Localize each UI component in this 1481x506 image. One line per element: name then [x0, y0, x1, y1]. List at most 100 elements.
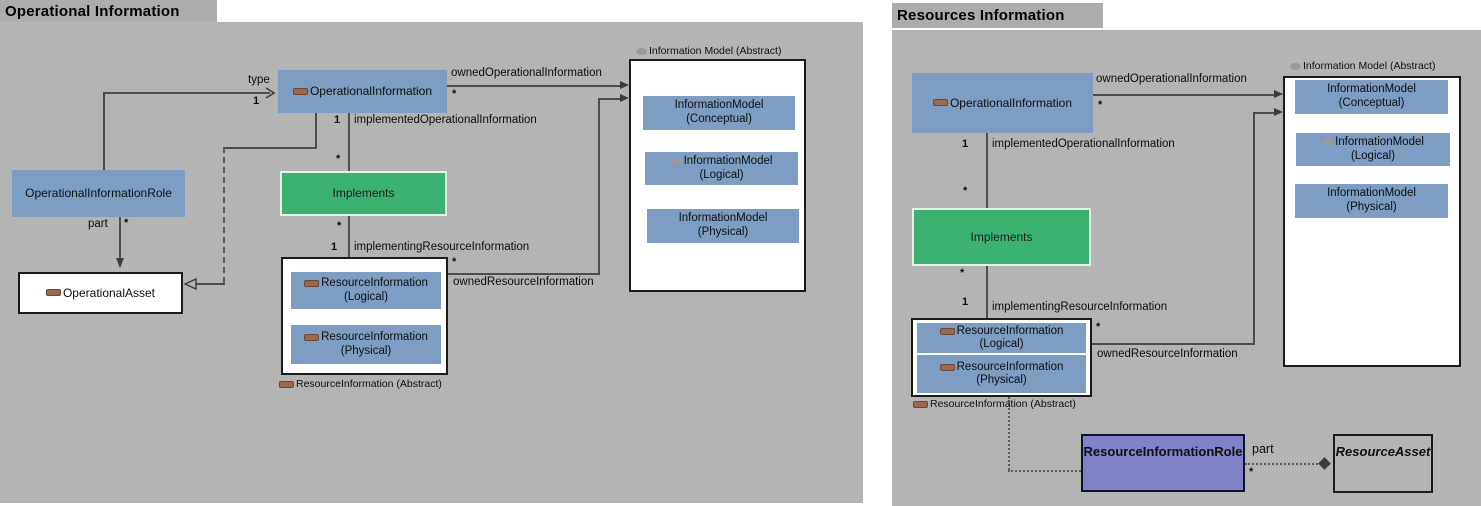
edge-label-impl-op: implementedOperationalInformation [992, 138, 1175, 150]
edge-part-vertical [119, 217, 121, 260]
edge-generalization-h2 [196, 283, 225, 285]
node-operational-information[interactable]: OperationalInformation [278, 70, 447, 113]
node-implements[interactable]: Implements [912, 208, 1091, 266]
edge-mult-star-top: * [336, 153, 341, 165]
edge-mult-impl-res: 1 [962, 296, 969, 308]
node-sublabel: (Physical) [340, 344, 392, 357]
class-icon [304, 280, 320, 288]
edge-label-type: type [248, 74, 270, 86]
container-information-model-abstract[interactable]: InformationModel (Conceptual) Informatio… [629, 59, 806, 292]
edge-owned-res-v [1253, 112, 1255, 343]
abstract-icon [1322, 139, 1334, 147]
node-sublabel: (Logical) [699, 168, 744, 181]
edge-mult-impl-op: 1 [334, 114, 341, 126]
edge-label-part: part [1252, 442, 1274, 456]
edge-role-dotted-vertical [1008, 397, 1010, 470]
edge-type-vertical [103, 92, 105, 170]
edge-label-impl-res: implementingResourceInformation [354, 241, 530, 253]
caption-resource-information-abstract: ResourceInformation (Abstract) [279, 378, 442, 390]
edge-mult-owned-res: * [1096, 321, 1101, 333]
container-resource-information-abstract[interactable]: ResourceInformation (Logical) ResourceIn… [911, 318, 1092, 397]
node-operational-asset[interactable]: OperationalAsset [18, 272, 183, 314]
node-label: InformationModel [1335, 135, 1424, 148]
node-sublabel: (Physical) [697, 226, 749, 238]
node-information-model-logical[interactable]: InformationModel (Logical) [1296, 133, 1450, 166]
node-operational-information[interactable]: OperationalInformation [912, 73, 1093, 133]
class-icon [304, 334, 320, 342]
edge-mult-star-bottom: * [960, 267, 965, 279]
edge-mult-star-top: * [963, 185, 968, 197]
node-information-model-physical[interactable]: InformationModel (Physical) [647, 209, 799, 243]
edge-generalization-h1 [223, 147, 317, 149]
edge-owned-res-h2 [1253, 112, 1276, 114]
edge-mult-star-bottom: * [337, 220, 342, 232]
abstract-icon [636, 47, 647, 55]
filled-arrow-right-icon [1274, 108, 1283, 116]
caption-information-model-abstract: Information Model (Abstract) [1290, 60, 1435, 72]
node-resource-information-role[interactable]: ResourceInformationRole [1081, 434, 1245, 492]
node-label: ResourceInformation [321, 276, 428, 289]
caption-resource-information-abstract: ResourceInformation (Abstract) [913, 398, 1076, 410]
filled-arrow-right-icon [1274, 90, 1283, 98]
edge-owned-res-h1 [448, 273, 600, 275]
container-information-model-abstract[interactable]: InformationModel (Conceptual) Informatio… [1283, 76, 1461, 367]
left-diagram-title: Operational Information [0, 0, 217, 22]
node-sublabel: (Physical) [976, 374, 1027, 386]
filled-arrow-down-icon [116, 258, 124, 268]
node-information-model-physical[interactable]: InformationModel (Physical) [1295, 184, 1448, 218]
hollow-triangle-left-icon [183, 277, 197, 291]
edge-generalization-dashed [223, 147, 225, 283]
edge-mult-part: * [124, 217, 129, 229]
node-sublabel: (Conceptual) [686, 113, 752, 125]
edge-label-owned-op: ownedOperationalInformation [1096, 73, 1247, 85]
node-resource-asset[interactable]: ResourceAsset [1333, 434, 1433, 493]
class-icon [939, 364, 955, 372]
filled-arrow-right-icon [620, 81, 629, 89]
edge-owned-res-h2 [598, 98, 622, 100]
abstract-icon [1290, 62, 1301, 70]
edge-label-impl-res: implementingResourceInformation [992, 301, 1168, 313]
node-information-model-conceptual[interactable]: InformationModel (Conceptual) [643, 96, 795, 130]
node-information-model-conceptual[interactable]: InformationModel (Conceptual) [1295, 80, 1448, 114]
class-icon [939, 328, 955, 336]
edge-label-impl-op: implementedOperationalInformation [354, 114, 537, 126]
node-resource-information-physical[interactable]: ResourceInformation (Physical) [291, 325, 441, 364]
class-icon [279, 380, 294, 388]
edge-part-dotted [1245, 463, 1322, 465]
node-operational-information-role[interactable]: OperationalInformationRole [12, 170, 185, 217]
node-label: ResourceInformation [956, 325, 1064, 338]
left-title-text: Operational Information [5, 2, 180, 20]
edge-mult-part: * [1249, 466, 1254, 478]
edge-owned-op [1093, 94, 1276, 96]
node-sublabel: (Conceptual) [1338, 97, 1405, 109]
node-label: ResourceInformationRole [1083, 444, 1243, 459]
node-sublabel: (Logical) [343, 290, 389, 303]
edge-label-owned-res: ownedResourceInformation [453, 276, 594, 288]
container-resource-information-abstract[interactable]: ResourceInformation (Logical) ResourceIn… [281, 257, 448, 375]
node-label: InformationModel [678, 212, 768, 225]
node-resource-information-logical[interactable]: ResourceInformation (Logical) [917, 323, 1086, 353]
abstract-icon [670, 158, 682, 166]
edge-owned-res-v [598, 98, 600, 275]
edge-mult-type: 1 [253, 95, 260, 107]
open-arrow-right-icon [265, 87, 276, 99]
node-resource-information-logical[interactable]: ResourceInformation (Logical) [291, 272, 441, 309]
edge-mult-owned-res: * [452, 256, 457, 268]
filled-arrow-right-icon [620, 94, 629, 102]
edge-mult-owned-op: * [452, 88, 457, 100]
edge-role-dotted-horizontal [1008, 470, 1081, 472]
node-implements[interactable]: Implements [280, 171, 447, 216]
node-sublabel: (Logical) [1350, 149, 1396, 162]
node-label: InformationModel [683, 154, 773, 167]
node-label: InformationModel [674, 99, 764, 112]
node-label: OperationalInformationRole [25, 186, 172, 201]
node-resource-information-physical[interactable]: ResourceInformation (Physical) [917, 355, 1086, 393]
class-icon [292, 87, 308, 95]
node-label: Implements [332, 186, 395, 201]
node-label: InformationModel [1327, 187, 1416, 200]
edge-owned-res-h1 [1092, 343, 1255, 345]
node-label: OperationalInformation [309, 84, 433, 99]
node-information-model-logical[interactable]: InformationModel (Logical) [645, 152, 798, 185]
node-sublabel: (Physical) [1346, 201, 1397, 213]
node-label: Implements [970, 229, 1033, 244]
